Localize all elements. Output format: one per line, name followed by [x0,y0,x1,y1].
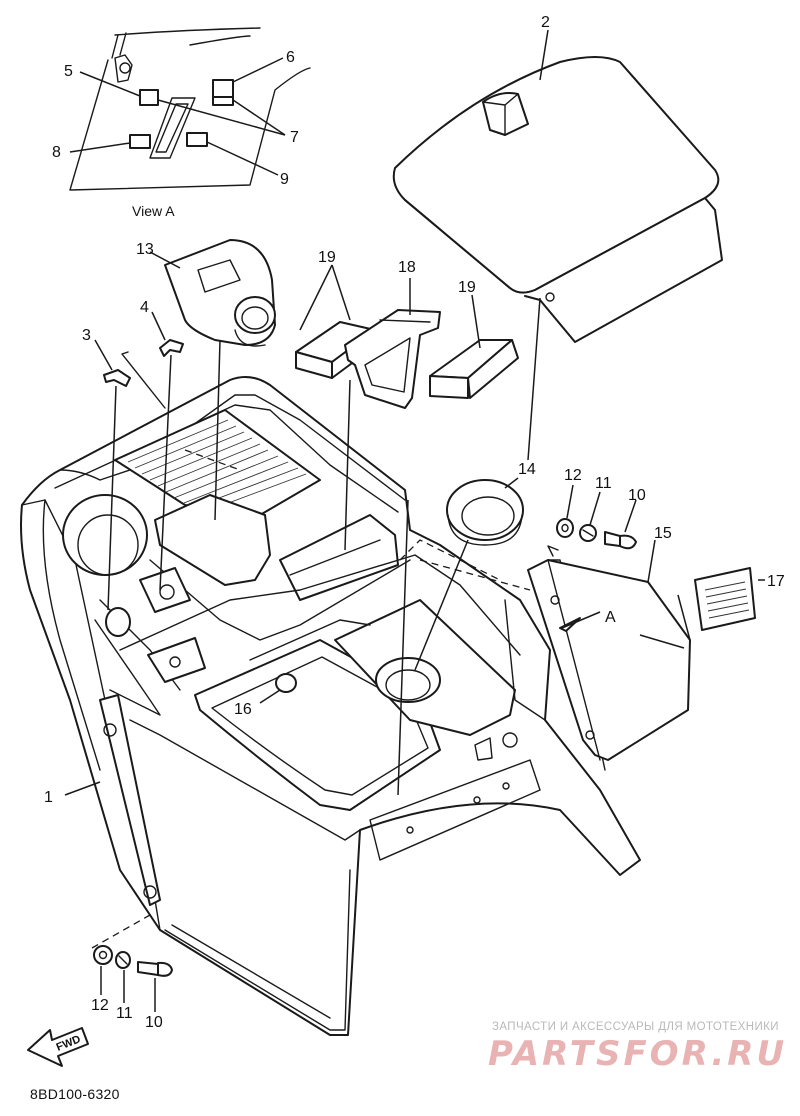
grommet-part-14: 14 [446,461,536,546]
callout-12-left: 12 [91,997,109,1014]
callout-5: 5 [64,63,73,80]
callout-6: 6 [286,49,295,66]
callout-11-left: 11 [116,1005,133,1022]
console-body-part-1: 1 [20,375,641,1036]
bracket-part-18: 18 [344,259,441,409]
fasteners-left: 12 11 10 [91,914,173,1031]
callout-10-left: 10 [145,1014,163,1031]
callout-19a: 19 [318,249,336,266]
lid-part-2: 2 [392,14,723,343]
callout-10-right: 10 [628,487,646,504]
callout-15: 15 [654,525,672,542]
callout-13: 13 [136,241,154,258]
callout-14: 14 [518,461,536,478]
grommet-6-base [212,96,234,106]
side-panel-part-15: 15 A [527,525,691,761]
grommet-5 [139,89,159,106]
callout-7: 7 [290,129,299,146]
callout-9: 9 [280,171,289,188]
callout-16: 16 [234,701,252,718]
view-a-inset: 5 6 7 8 9 View A [52,27,311,219]
view-a-caption: View A [132,203,175,219]
diagram-code: 8BD100-6320 [30,1086,120,1102]
plug-part-16: 16 [234,673,297,718]
callout-8: 8 [52,144,61,161]
clips-parts-3-4: 3 4 [82,299,184,409]
callout-11-right: 11 [595,475,612,492]
callout-1: 1 [44,789,53,806]
fasteners-right: 12 11 10 [556,467,646,550]
watermark-tagline: ЗАПЧАСТИ И АКСЕССУАРЫ ДЛЯ МОТОТЕХНИКИ [492,1021,779,1033]
callout-2: 2 [541,14,550,31]
arrow-a-label: A [605,609,616,626]
grommet-9 [186,132,208,147]
watermark-brand: PARTSFOR.RU [488,1034,788,1074]
callout-4: 4 [140,299,149,316]
grommet-6 [212,79,234,98]
fwd-arrow-icon: FWD [27,1027,89,1067]
callout-3: 3 [82,327,91,344]
callout-12-right: 12 [564,467,582,484]
grommet-8 [129,134,151,149]
assembly-lines [107,297,541,796]
callout-19b: 19 [458,279,476,296]
callout-17: 17 [767,573,785,590]
cupholder-top-part-13: 13 [136,239,276,347]
label-part-17: 17 [677,567,785,641]
callout-18: 18 [398,259,416,276]
